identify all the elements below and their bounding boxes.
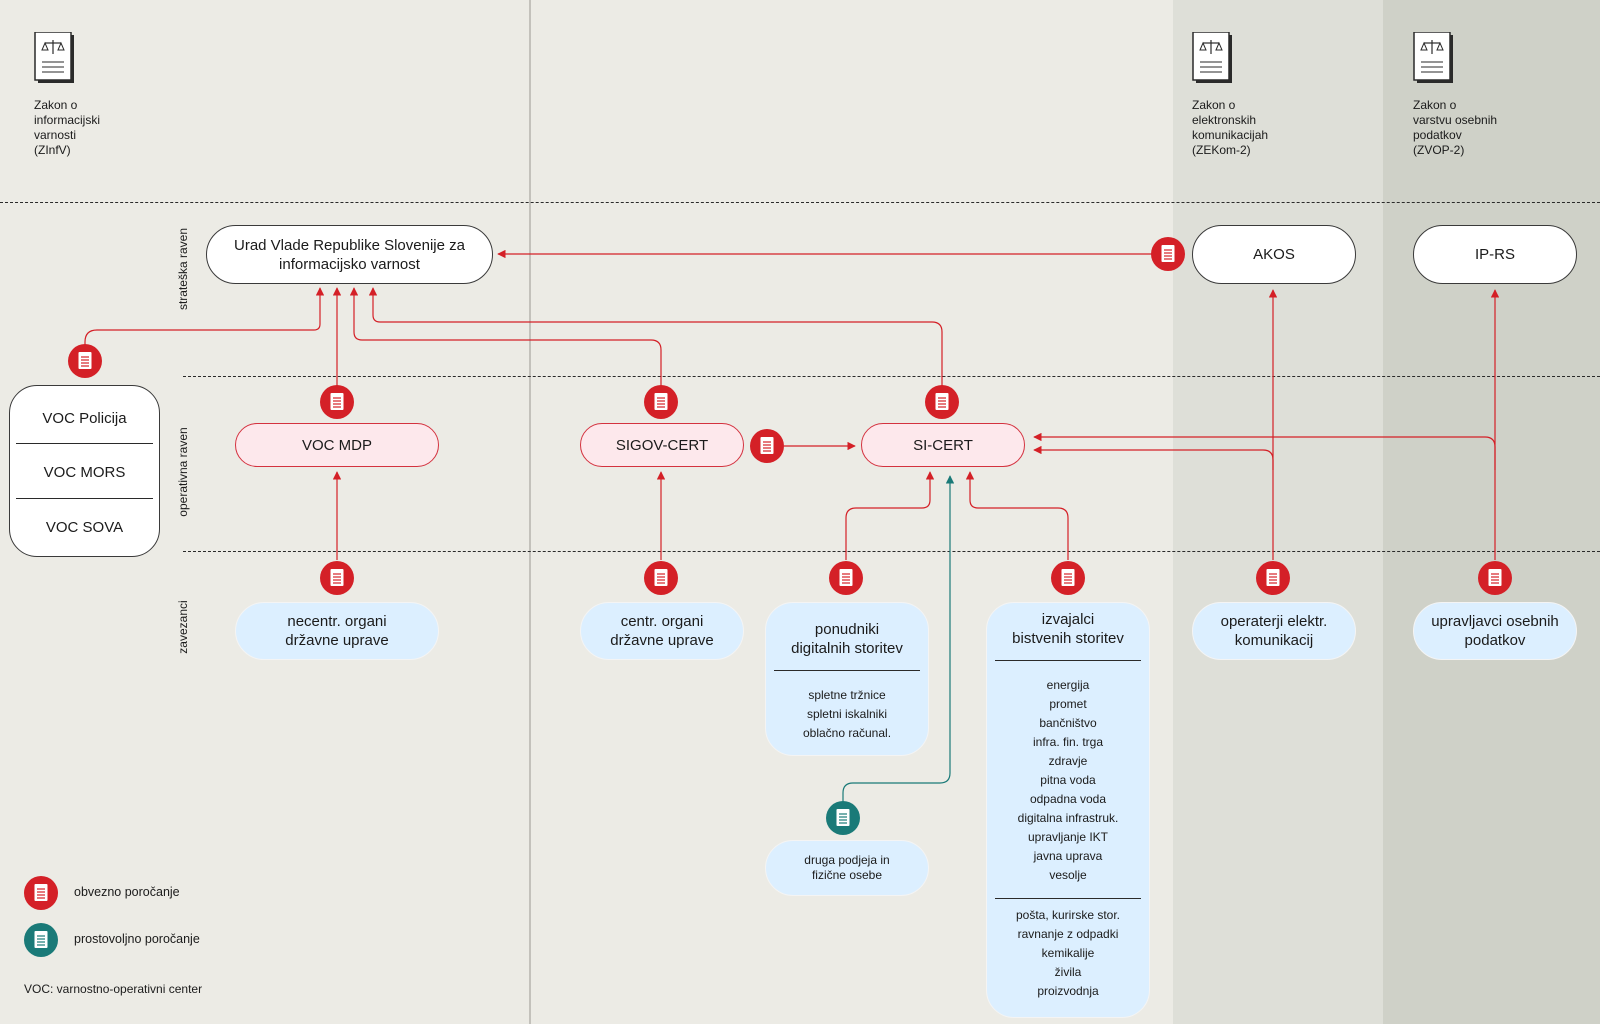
ponudniki-divider (774, 670, 920, 671)
node-druga: druga podjeja in fizične osebe (765, 840, 929, 896)
node-operaterji: operaterji elektr. komunikacij (1192, 602, 1356, 660)
scale-document-icon (34, 32, 74, 83)
ponudniki-list: spletne tržnice spletni iskalniki oblačn… (766, 686, 928, 743)
node-centr: centr. organi državne uprave (580, 602, 744, 660)
voluntary-report-icon (826, 801, 860, 835)
izvajalci-list-a: energija promet bančništvo infra. fin. t… (987, 676, 1149, 885)
mandatory-report-icon (925, 385, 959, 419)
node-izvajalci: izvajalci bistvenih storitev energija pr… (986, 602, 1150, 1018)
mandatory-report-icon (644, 385, 678, 419)
mandatory-report-icon (750, 429, 784, 463)
izvajalci-item: ravnanje z odpadki (1017, 927, 1119, 941)
voc-divider (16, 498, 153, 499)
node-necentr: necentr. organi državne uprave (235, 602, 439, 660)
legend-voluntary-label: prostovoljno poročanje (74, 932, 200, 946)
wire-sicert-urad (368, 287, 943, 400)
izvajalci-item: energija (1046, 678, 1090, 692)
mandatory-report-icon (829, 561, 863, 595)
mandatory-report-icon (68, 344, 102, 378)
mandatory-report-icon (1151, 237, 1185, 271)
izvajalci-list-b: pošta, kurirske stor. ravnanje z odpadki… (987, 906, 1149, 1001)
separator-operative (183, 551, 1600, 552)
legend-note: VOC: varnostno-operativni center (24, 982, 203, 996)
scale-document-icon (1192, 32, 1232, 83)
izvajalci-title: izvajalci bistvenih storitev (1012, 611, 1124, 647)
mandatory-report-icon (1256, 561, 1290, 595)
izvajalci-item: živila (1054, 965, 1082, 979)
izvajalci-item: bančništvo (1039, 716, 1097, 730)
wire-sigov-urad (349, 287, 662, 400)
wire-druga-sicert (842, 475, 955, 805)
node-upravljavci: upravljavci osebnih podatkov (1413, 602, 1577, 660)
izvajalci-item: proizvodnja (1037, 984, 1099, 998)
wire-ponudniki-sicert (845, 471, 935, 560)
izvajalci-item: infra. fin. trga (1032, 735, 1104, 749)
ponudniki-item: spletne tržnice (808, 688, 886, 702)
izvajalci-divider (995, 660, 1141, 661)
voc-policija: VOC Policija (42, 410, 127, 427)
wire-operaterji-sicert (1033, 445, 1274, 470)
mandatory-report-icon (24, 876, 58, 910)
izvajalci-item: javna uprava (1033, 849, 1103, 863)
wire-voc-urad (84, 287, 325, 360)
izvajalci-item: kemikalije (1041, 946, 1095, 960)
izvajalci-item: zdravje (1048, 754, 1088, 768)
column-divider (529, 0, 531, 1024)
band-zvop (1383, 0, 1600, 1024)
node-akos: AKOS (1192, 225, 1356, 284)
scale-document-icon (1413, 32, 1453, 83)
voc-mors: VOC MORS (43, 464, 126, 481)
voc-divider (16, 443, 153, 444)
legend-mandatory-label: obvezno poročanje (74, 885, 180, 899)
ponudniki-title: ponudniki digitalnih storitev (791, 621, 903, 657)
band-zekom (1173, 0, 1383, 1024)
node-ponudniki: ponudniki digitalnih storitev spletne tr… (765, 602, 929, 756)
voluntary-report-icon (24, 923, 58, 957)
wire-upravljavci-sicert (1033, 432, 1496, 470)
law-zinfv-label: Zakon o informacijski varnosti (ZInfV) (34, 98, 101, 157)
wire-izvajalci-sicert (965, 471, 1069, 560)
izvajalci-item: pitna voda (1040, 773, 1096, 787)
mandatory-report-icon (1478, 561, 1512, 595)
node-si-cert: SI-CERT (861, 423, 1025, 467)
node-iprs: IP-RS (1413, 225, 1577, 284)
node-sigov-cert: SIGOV-CERT (580, 423, 744, 467)
ponudniki-item: spletni iskalniki (806, 707, 888, 721)
separator-laws (0, 202, 1600, 203)
mandatory-report-icon (1051, 561, 1085, 595)
mandatory-report-icon (320, 561, 354, 595)
voc-group: VOC Policija VOC MORS VOC SOVA (9, 385, 160, 557)
separator-strategic (183, 376, 1600, 377)
izvajalci-item: promet (1049, 697, 1087, 711)
izvajalci-divider (995, 898, 1141, 899)
mandatory-report-icon (644, 561, 678, 595)
ponudniki-item: oblačno računal. (802, 726, 892, 740)
mandatory-report-icon (320, 385, 354, 419)
node-voc-mdp: VOC MDP (235, 423, 439, 467)
izvajalci-item: digitalna infrastruk. (1017, 811, 1119, 825)
izvajalci-item: upravljanje IKT (1027, 830, 1109, 844)
izvajalci-item: pošta, kurirske stor. (1015, 908, 1121, 922)
voc-sova: VOC SOVA (45, 519, 124, 536)
izvajalci-item: odpadna voda (1029, 792, 1107, 806)
law-zekom-label: Zakon o elektronskih komunikacijah (ZEKo… (1192, 98, 1269, 157)
node-urad: Urad Vlade Republike Slovenije za inform… (206, 225, 493, 284)
law-zvop-label: Zakon o varstvu osebnih podatkov (ZVOP-2… (1413, 98, 1498, 157)
izvajalci-item: vesolje (1049, 868, 1087, 882)
